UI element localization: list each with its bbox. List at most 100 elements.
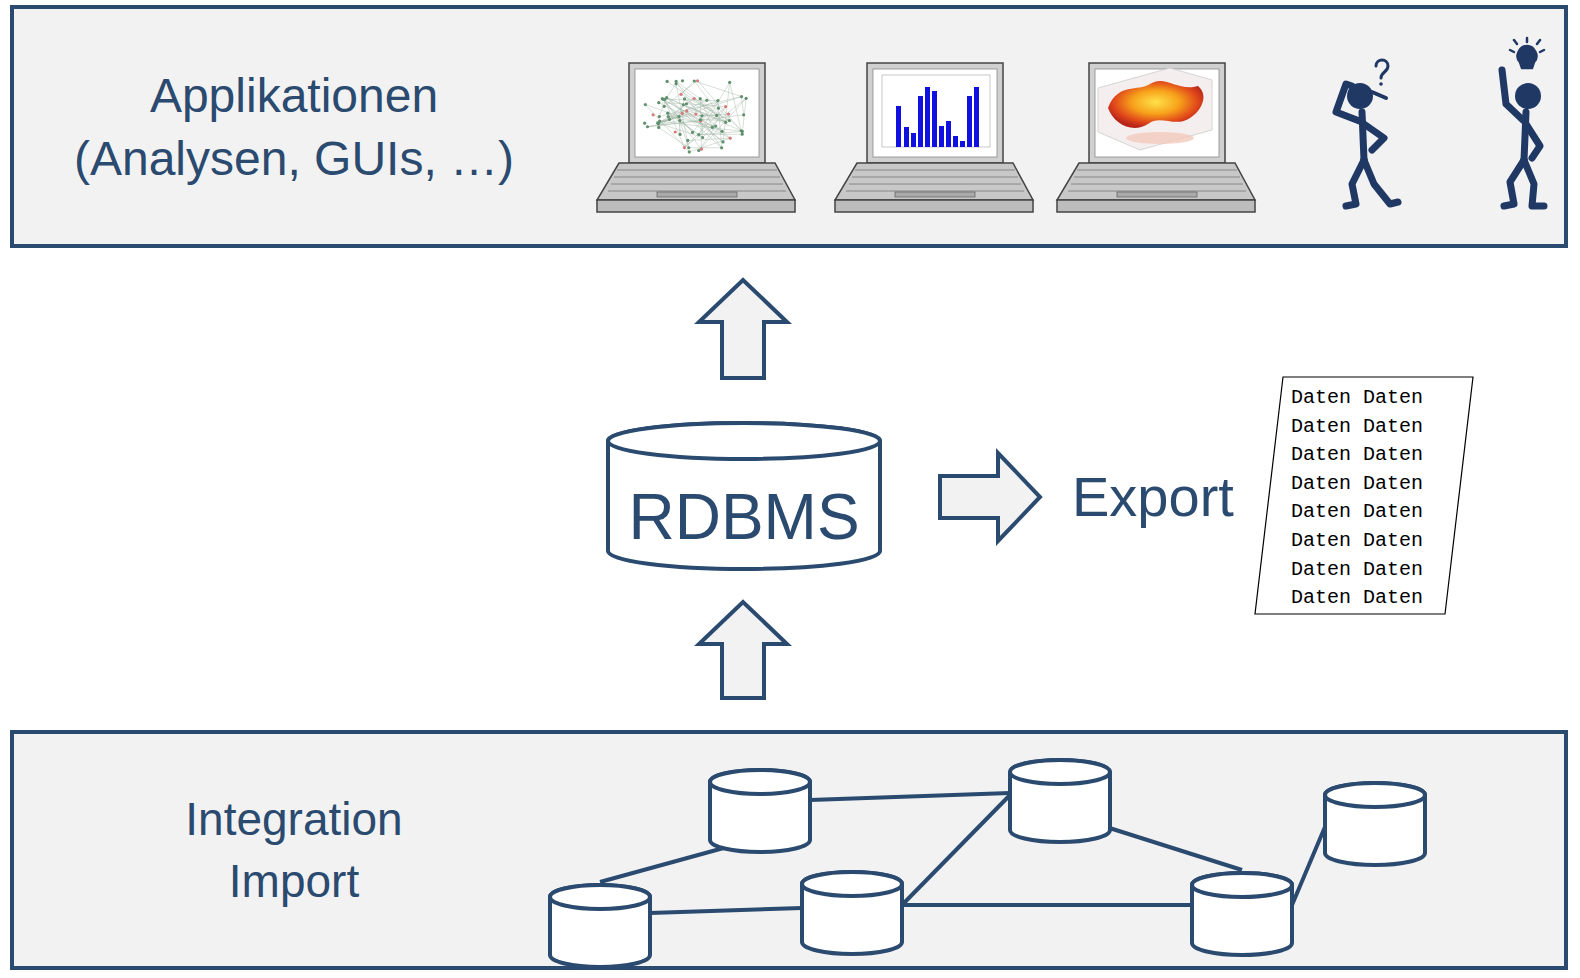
graph-dot — [661, 97, 664, 100]
graph-edge — [699, 98, 746, 150]
graph-dot — [716, 99, 719, 102]
graph-dot — [720, 146, 723, 149]
graph-dot — [657, 101, 660, 104]
graph-dot — [682, 103, 685, 106]
touchpad — [657, 192, 737, 197]
data-line: Daten Daten — [1291, 413, 1423, 442]
graph-edge — [694, 81, 741, 97]
database-top — [550, 885, 650, 909]
document-lines: Daten DatenDaten DatenDaten DatenDaten D… — [1291, 384, 1423, 613]
laptop-screen — [867, 63, 1003, 163]
graph-edge — [684, 98, 746, 147]
cylinder-top — [608, 423, 880, 459]
laptop-deck — [1057, 163, 1255, 200]
band-label: Integration Import — [144, 788, 444, 912]
cylinder-body — [608, 423, 880, 569]
keyboard-row — [1071, 184, 1243, 185]
graph-dot — [742, 113, 745, 116]
graph-dot — [678, 119, 681, 122]
graph-dot — [727, 112, 730, 115]
graph-edge — [689, 147, 722, 148]
graph-edge — [730, 82, 742, 130]
laptop-deck — [835, 163, 1033, 200]
touchpad — [1117, 192, 1197, 197]
database-body — [1192, 873, 1292, 955]
graph-edge — [645, 105, 689, 152]
database-cylinder: RDBMS — [605, 420, 883, 572]
keyboard-row — [1077, 170, 1237, 171]
laptop-screen — [629, 63, 765, 163]
document-sheet — [1255, 377, 1473, 614]
graph-dot — [699, 97, 702, 100]
keyboard-row — [611, 184, 783, 185]
graph-dot — [661, 98, 664, 101]
graph-edge — [658, 113, 682, 123]
database-body — [710, 770, 810, 852]
graph-dot — [644, 103, 647, 106]
block-arrow — [699, 602, 787, 698]
graph-dot — [663, 105, 666, 108]
graph-dot — [652, 113, 655, 116]
graph-edge — [687, 111, 723, 142]
graph-dot — [666, 80, 669, 83]
graph-dot — [724, 121, 727, 124]
network-link — [1100, 825, 1242, 870]
surface-plot — [1098, 68, 1212, 150]
database-top — [1192, 873, 1292, 897]
graph-edge — [685, 99, 731, 138]
laptop-display — [873, 69, 997, 157]
graph-edge — [667, 98, 726, 123]
graph-dot — [681, 112, 684, 115]
block-arrow — [940, 453, 1040, 541]
graph-edge — [676, 81, 700, 98]
network-link — [902, 903, 1192, 907]
data-line: Daten Daten — [1291, 527, 1423, 556]
graph-edge — [700, 99, 712, 128]
graph-edge — [679, 121, 680, 135]
database-top — [802, 872, 902, 896]
graph-dot — [646, 125, 649, 128]
laptop-screen — [1089, 63, 1225, 163]
graph-edge — [742, 97, 744, 115]
graph-edge — [700, 119, 729, 121]
graph-dot — [701, 136, 704, 139]
graph-dot — [740, 95, 743, 98]
graph-edge — [647, 121, 700, 127]
graph-dot — [677, 115, 680, 118]
graph-dot — [700, 148, 703, 151]
laptop-front — [597, 200, 795, 212]
database-body — [1010, 760, 1110, 842]
keyboard-row — [617, 170, 777, 171]
band-label: Applikationen (Analysen, GUIs, …) — [44, 64, 544, 190]
touchpad — [895, 192, 975, 197]
graph-dot — [685, 102, 688, 105]
graph-dot — [643, 122, 646, 125]
keyboard-row — [614, 177, 780, 178]
graph-edge — [681, 81, 694, 94]
network-link — [650, 908, 802, 913]
laptop-front — [835, 200, 1033, 212]
laptop-display — [635, 69, 759, 157]
graph-dot — [658, 115, 661, 118]
data-line: Daten Daten — [1291, 441, 1423, 470]
graph-dot — [741, 133, 744, 136]
graph-dot — [714, 125, 717, 128]
graph-dot — [705, 99, 708, 102]
graph-dot — [715, 114, 718, 117]
graph-edge — [698, 81, 742, 131]
keyboard-row — [1068, 191, 1246, 192]
graph-dot — [728, 81, 731, 84]
data-line: Daten Daten — [1291, 498, 1423, 527]
graph-dot — [675, 80, 678, 83]
laptop-group — [597, 63, 1255, 212]
keyboard-row — [608, 191, 786, 192]
graph-edge — [686, 104, 725, 107]
graph-dot — [665, 96, 668, 99]
graph-dot — [699, 118, 702, 121]
database-top — [1010, 760, 1110, 784]
database-body — [1325, 783, 1425, 865]
keyboard-row — [849, 184, 1021, 185]
database-top — [710, 770, 810, 794]
graph-edge — [659, 98, 666, 117]
graph-dot — [685, 109, 688, 112]
